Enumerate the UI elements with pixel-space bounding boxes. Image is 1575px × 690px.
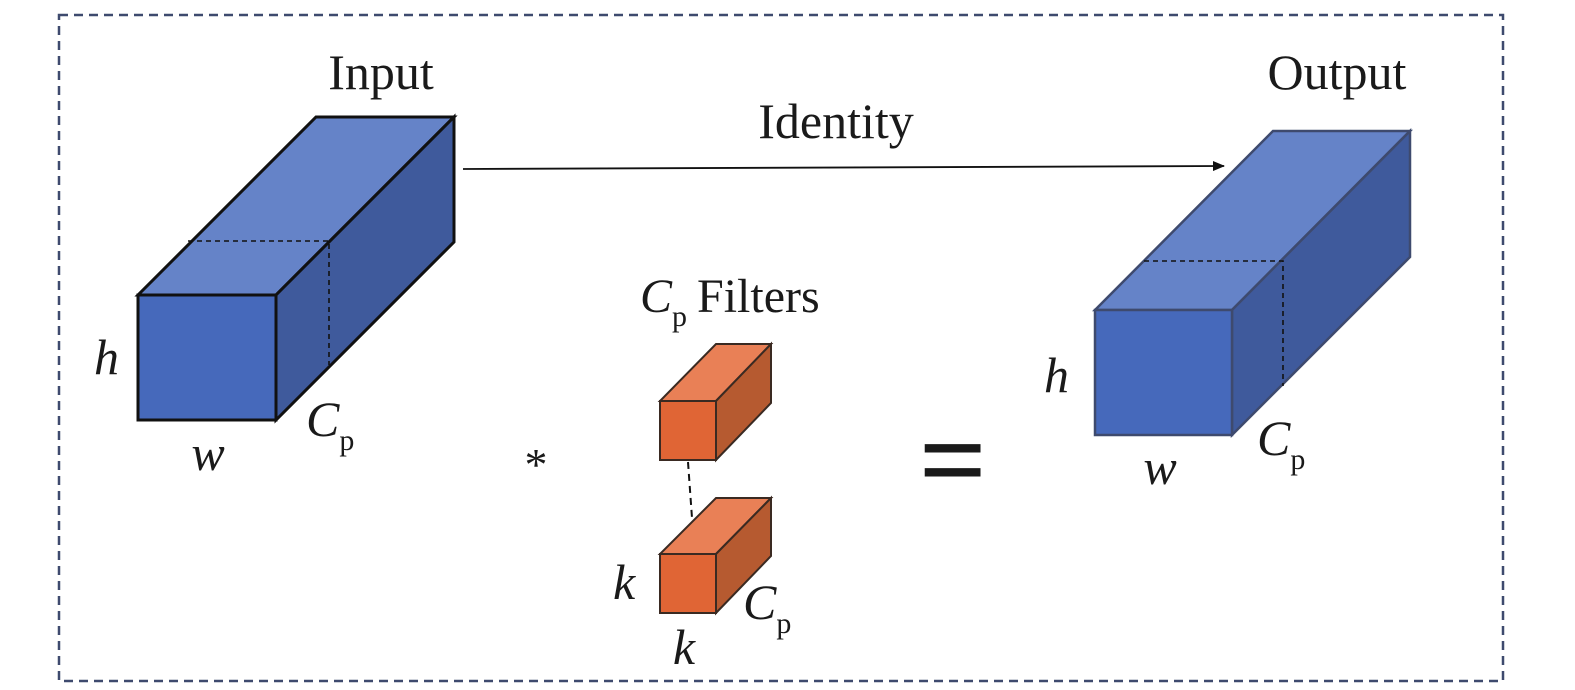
equals-sign: =	[919, 393, 987, 526]
output-width-label: w	[1143, 439, 1176, 495]
diagram-border	[57, 13, 1505, 683]
output-height-label: h	[1044, 347, 1069, 403]
output-tensor	[1091, 127, 1414, 439]
filter-k-side-label: k	[613, 554, 636, 610]
filters-symbol: C	[640, 270, 673, 323]
output-label: Output	[1268, 44, 1407, 100]
filter-channels-symbol: C	[743, 574, 777, 630]
filter-bottom	[657, 495, 774, 616]
filter-k-bottom-label: k	[673, 619, 696, 675]
filters-label: Cp Filters	[640, 270, 820, 333]
input-width-label: w	[191, 425, 224, 481]
input-channels-subscript: p	[339, 424, 354, 457]
input-tensor-front-face	[136, 293, 278, 422]
identity-arrow	[462, 161, 1225, 172]
output-tensor-front-face	[1093, 308, 1234, 437]
input-height-label: h	[94, 329, 119, 385]
input-label: Input	[328, 44, 434, 100]
output-tensor-slice-guide	[1144, 260, 1284, 386]
filter-bottom-front-face	[659, 553, 717, 614]
output-channels-symbol: C	[1257, 410, 1291, 466]
filter-top-front-face	[659, 400, 717, 461]
filters-text: Filters	[697, 270, 820, 323]
filters-subscript: p	[672, 300, 687, 333]
filter-channels-label: Cp	[743, 574, 791, 640]
filter-stack-connector	[687, 461, 693, 519]
input-channels-symbol: C	[306, 391, 340, 447]
input-tensor-slice-guide	[188, 240, 330, 365]
input-tensor	[134, 113, 458, 424]
convolution-operator: *	[525, 439, 548, 490]
identity-label: Identity	[758, 93, 914, 149]
filter-channels-subscript: p	[776, 607, 791, 640]
input-channels-label: Cp	[306, 391, 354, 457]
output-channels-label: Cp	[1257, 410, 1305, 476]
output-channels-subscript: p	[1290, 443, 1305, 476]
filter-top	[657, 341, 774, 463]
